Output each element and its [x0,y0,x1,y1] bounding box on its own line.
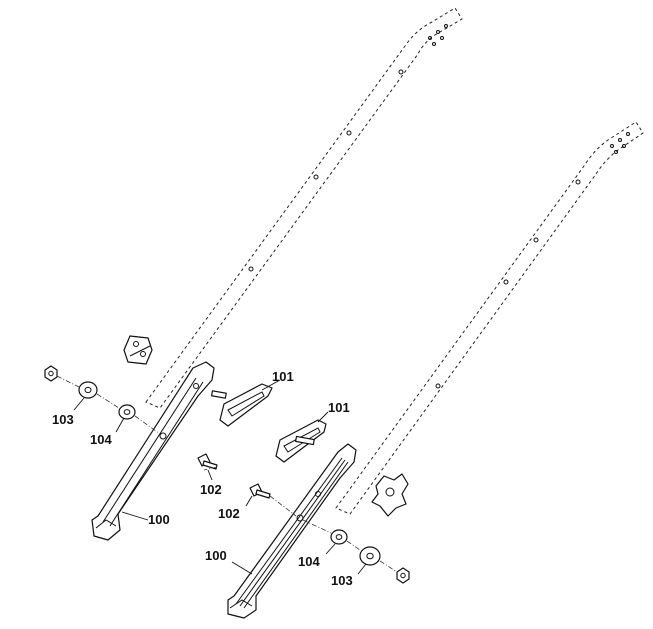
right-quick-release-lever [275,419,327,463]
callout-right-102: 102 [218,506,240,521]
right-nut [396,567,410,584]
left-bolt [197,453,218,470]
left-washer-103 [78,381,98,399]
leader-right-104 [325,543,336,555]
left-cable-clip [123,335,153,365]
left-nut [44,365,58,382]
right-upper-handle [335,121,644,515]
right-star-knob [371,473,409,517]
right-washer-104 [330,529,348,545]
leader-right-100 [231,561,253,575]
leader-left-104 [115,417,125,433]
left-bolt-axis [203,466,218,471]
leader-left-103 [73,397,85,411]
callout-right-103: 103 [331,573,353,588]
leader-right-103 [357,563,367,575]
leader-left-102 [207,469,213,481]
left-lower-handle [91,361,215,541]
callout-left-104: 104 [90,432,112,447]
left-assembly-axis-2 [96,393,120,409]
leader-left-101 [261,379,281,391]
left-assembly-axis-1 [56,375,80,388]
right-assembly-axis-1 [302,519,332,534]
right-washer-103 [359,546,381,566]
callout-left-102: 102 [200,482,222,497]
left-upper-handle [145,7,463,409]
left-washer-104 [118,404,136,420]
leader-left-100 [121,511,149,521]
right-lower-handle [227,443,357,619]
leader-right-101 [317,411,329,423]
left-quick-release-lever [210,383,273,427]
callout-right-104: 104 [298,554,320,569]
callout-left-103: 103 [52,412,74,427]
callout-right-101: 101 [328,400,350,415]
right-bolt-axis [269,495,297,517]
callout-left-101: 101 [272,369,294,384]
right-assembly-axis-2 [346,540,361,551]
callout-right-100: 100 [205,548,227,563]
right-bolt [249,483,271,499]
right-assembly-axis-3 [379,560,398,573]
leader-right-102 [245,495,253,507]
callout-left-100: 100 [148,512,170,527]
